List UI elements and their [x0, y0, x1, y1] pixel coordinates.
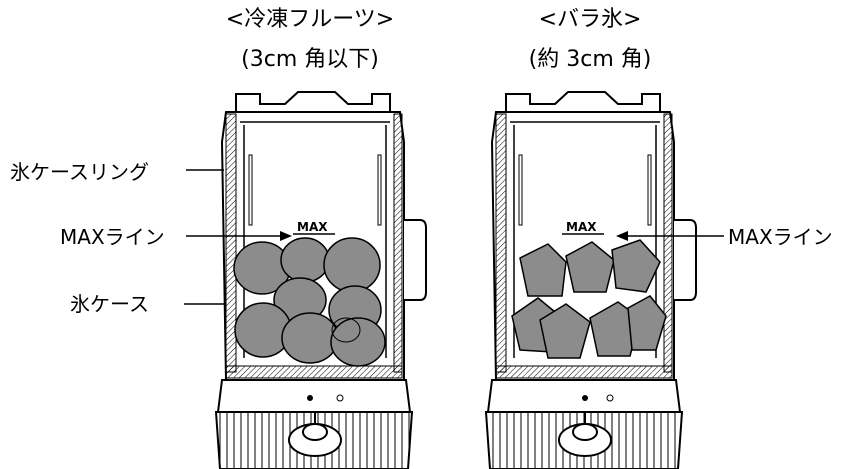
right-max-mark: MAX — [566, 220, 597, 234]
right-subtitle: (約 3cm 角) — [528, 47, 652, 72]
left-handle — [404, 219, 427, 301]
ice-cubes — [511, 239, 667, 359]
label-ice-case-ring: 氷ケースリング — [10, 160, 149, 184]
label-max-line-right: MAXライン — [728, 225, 833, 249]
right-title: <バラ氷> — [538, 7, 642, 32]
frozen-fruit — [233, 237, 386, 367]
left-subtitle: (3cm 角以下) — [241, 47, 379, 72]
label-max-line-left: MAXライン — [60, 225, 165, 249]
label-ice-case: 氷ケース — [70, 292, 149, 316]
left-title: <冷凍フルーツ> — [225, 7, 395, 32]
left-max-mark: MAX — [297, 220, 328, 234]
